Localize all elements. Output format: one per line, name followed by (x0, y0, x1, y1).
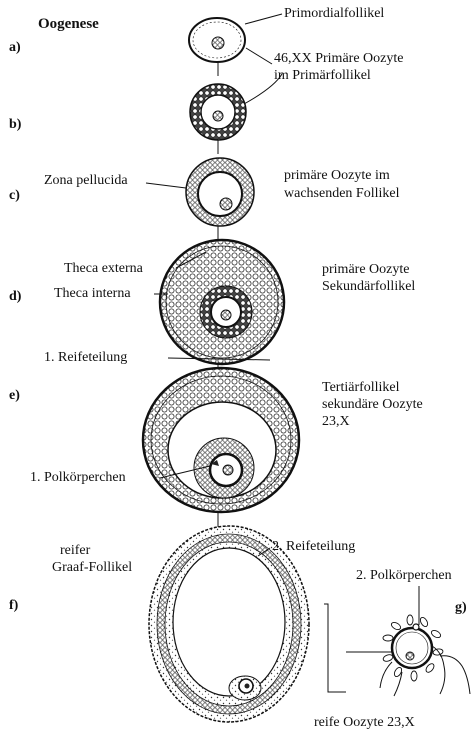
label-primordialfollikel: Primordialfollikel (284, 6, 384, 22)
label-reifeteilung-2: 2. Reifeteilung (272, 539, 355, 555)
label-reifeteilung-1: 1. Reifeteilung (44, 350, 127, 366)
stage-label-f: f) (9, 598, 18, 614)
stage-label-c: c) (9, 188, 20, 204)
secondary-follicle (160, 240, 284, 364)
label-tertiaer-1: Tertiärfollikel (322, 380, 400, 396)
mature-oocyte (380, 615, 470, 696)
label-theca-interna: Theca interna (54, 286, 131, 302)
stage-label-e: e) (9, 388, 20, 404)
label-theca-externa: Theca externa (64, 261, 143, 277)
label-sekundaer-2: Sekundärfollikel (322, 279, 415, 295)
label-primaere-oozyte-1: 46,XX Primäre Oozyte (274, 51, 403, 67)
label-primaere-oozyte-2: im Primärfollikel (274, 68, 371, 84)
stage-label-d: d) (9, 289, 21, 305)
stage-label-g: g) (455, 600, 467, 616)
label-graaf-2: Graaf-Follikel (52, 560, 132, 576)
tertiary-follicle (143, 368, 299, 512)
growing-follicle (186, 158, 254, 226)
primary-follicle (190, 84, 246, 140)
label-tertiaer-3: 23,X (322, 414, 350, 430)
label-wachsend-1: primäre Oozyte im (284, 168, 390, 184)
stage-label-a: a) (9, 40, 21, 56)
label-polkoerperchen-1: 1. Polkörperchen (30, 470, 126, 486)
label-tertiaer-2: sekundäre Oozyte (322, 397, 423, 413)
primordial-follicle (189, 18, 245, 62)
diagram-title: Oogenese (38, 16, 99, 33)
label-reife-oozyte: reife Oozyte 23,X (314, 715, 415, 731)
label-polkoerperchen-2: 2. Polkörperchen (356, 568, 452, 584)
label-wachsend-2: wachsenden Follikel (284, 186, 399, 202)
label-graaf-1: reifer (60, 543, 90, 559)
stage-label-b: b) (9, 117, 21, 133)
label-sekundaer-1: primäre Oozyte (322, 262, 409, 278)
label-zona-pellucida: Zona pellucida (44, 173, 128, 189)
graafian-follicle (149, 526, 309, 722)
